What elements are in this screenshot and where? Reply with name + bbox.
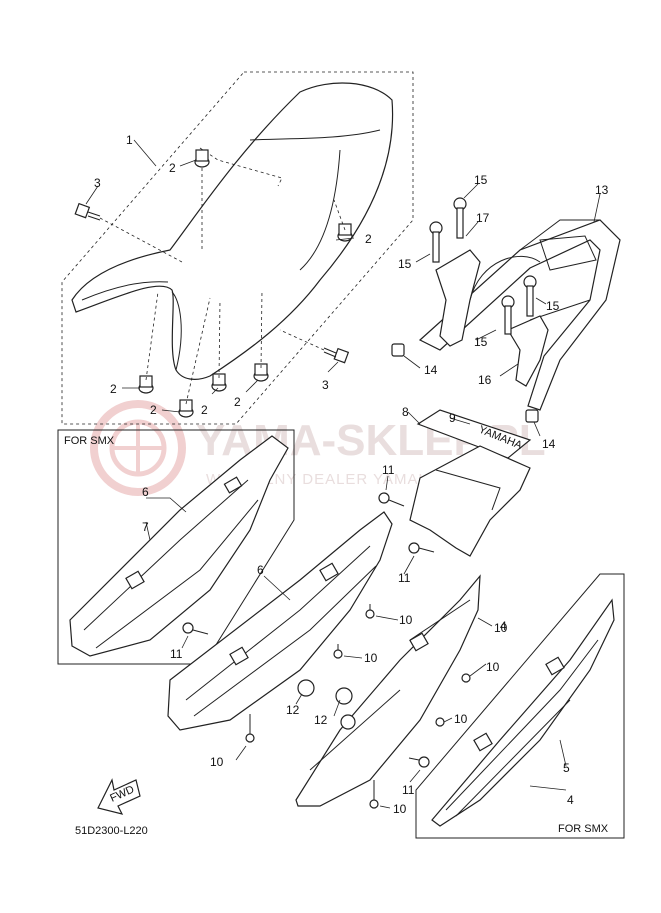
- callout-17: 17: [476, 211, 490, 225]
- smx-side-cover-left: [69, 435, 289, 657]
- damper-a: [194, 149, 210, 168]
- left-box-label: FOR SMX: [64, 435, 115, 447]
- tail-bolt-b: [408, 542, 435, 554]
- screw-a: [365, 604, 375, 619]
- diagram-code: 51D2300-L220: [75, 825, 148, 837]
- carrier-cap-a: [391, 343, 405, 357]
- carrier-cap-b: [525, 409, 539, 423]
- callout-14: 14: [542, 437, 556, 451]
- damper-e: [211, 373, 227, 392]
- callout-2: 2: [169, 161, 176, 175]
- screw-c: [245, 714, 255, 743]
- leader-lines: [85, 139, 601, 809]
- screw-e: [435, 717, 445, 727]
- callout-16: 16: [478, 373, 492, 387]
- callout-12: 12: [286, 703, 300, 717]
- callout-11: 11: [382, 463, 395, 477]
- screw-d: [461, 673, 471, 683]
- callout-11: 11: [402, 783, 415, 797]
- seat-group: [61, 71, 414, 425]
- bolt-a: [74, 202, 101, 221]
- callout-15: 15: [398, 257, 412, 271]
- callout-2: 2: [365, 232, 372, 246]
- carrier-bracket: [435, 249, 549, 387]
- smx-side-cover-right: [431, 598, 615, 827]
- fwd-arrow-icon: FWD: [97, 778, 141, 815]
- callout-10: 10: [454, 712, 468, 726]
- callout-2: 2: [110, 382, 117, 396]
- side-cover-right: [295, 574, 481, 809]
- callout-7: 7: [142, 520, 149, 534]
- callout-5: 5: [563, 761, 570, 775]
- grommet-b: [335, 687, 353, 705]
- tail-bolt-a: [378, 492, 405, 507]
- seat: [71, 82, 394, 380]
- callout-2: 2: [234, 395, 241, 409]
- callout-4: 4: [567, 793, 574, 807]
- screw-f: [369, 780, 379, 809]
- callout-10: 10: [486, 660, 500, 674]
- center-bolt: [182, 622, 209, 635]
- grommet-c: [340, 714, 356, 730]
- callout-11: 11: [398, 571, 411, 585]
- screw-b: [333, 644, 343, 659]
- tail-cover: [409, 445, 531, 557]
- callout-2: 2: [201, 403, 208, 417]
- right-box-label: FOR SMX: [558, 823, 609, 835]
- damper-f: [253, 363, 269, 382]
- seat-group-boundary: [61, 71, 414, 425]
- yamaha-sklep-logo-icon: [90, 400, 186, 496]
- carrier-bolt-a: [453, 197, 467, 239]
- callout-6: 6: [257, 563, 264, 577]
- callout-14: 14: [424, 363, 438, 377]
- right-smx-box: FOR SMX: [415, 573, 625, 839]
- callout-3: 3: [94, 176, 101, 190]
- callout-15: 15: [474, 173, 488, 187]
- callout-10: 10: [393, 802, 407, 816]
- carrier-bolt-b: [429, 221, 443, 263]
- bolt-b: [323, 347, 350, 364]
- callouts: 1 2 2 2 2 2 2 3 3 4 4 5 6 6 7 8 9 10 10 …: [94, 133, 609, 816]
- callout-8: 8: [402, 405, 409, 419]
- side-cover-center: [167, 511, 393, 743]
- callout-9: 9: [449, 411, 456, 425]
- callout-4: 4: [500, 619, 507, 633]
- callout-2: 2: [150, 403, 157, 417]
- callout-10: 10: [210, 755, 224, 769]
- grommet-a: [297, 679, 315, 697]
- callout-15: 15: [474, 335, 488, 349]
- callout-13: 13: [595, 183, 609, 197]
- carrier-bolt-d: [501, 295, 515, 335]
- callout-15: 15: [546, 299, 560, 313]
- callout-10: 10: [364, 651, 378, 665]
- left-smx-box: FOR SMX: [57, 429, 295, 665]
- callout-10: 10: [494, 621, 508, 635]
- callout-12: 12: [314, 713, 328, 727]
- callout-11: 11: [170, 647, 183, 661]
- carrier-bolt-c: [523, 275, 537, 317]
- callout-1: 1: [126, 133, 133, 147]
- right-bolt: [408, 756, 430, 768]
- callout-3: 3: [322, 378, 329, 392]
- tail-cover-group: YAMAHA: [378, 409, 532, 557]
- rear-carrier-group: [391, 197, 621, 423]
- callout-10: 10: [399, 613, 413, 627]
- callout-6: 6: [142, 485, 149, 499]
- damper-c: [138, 375, 154, 394]
